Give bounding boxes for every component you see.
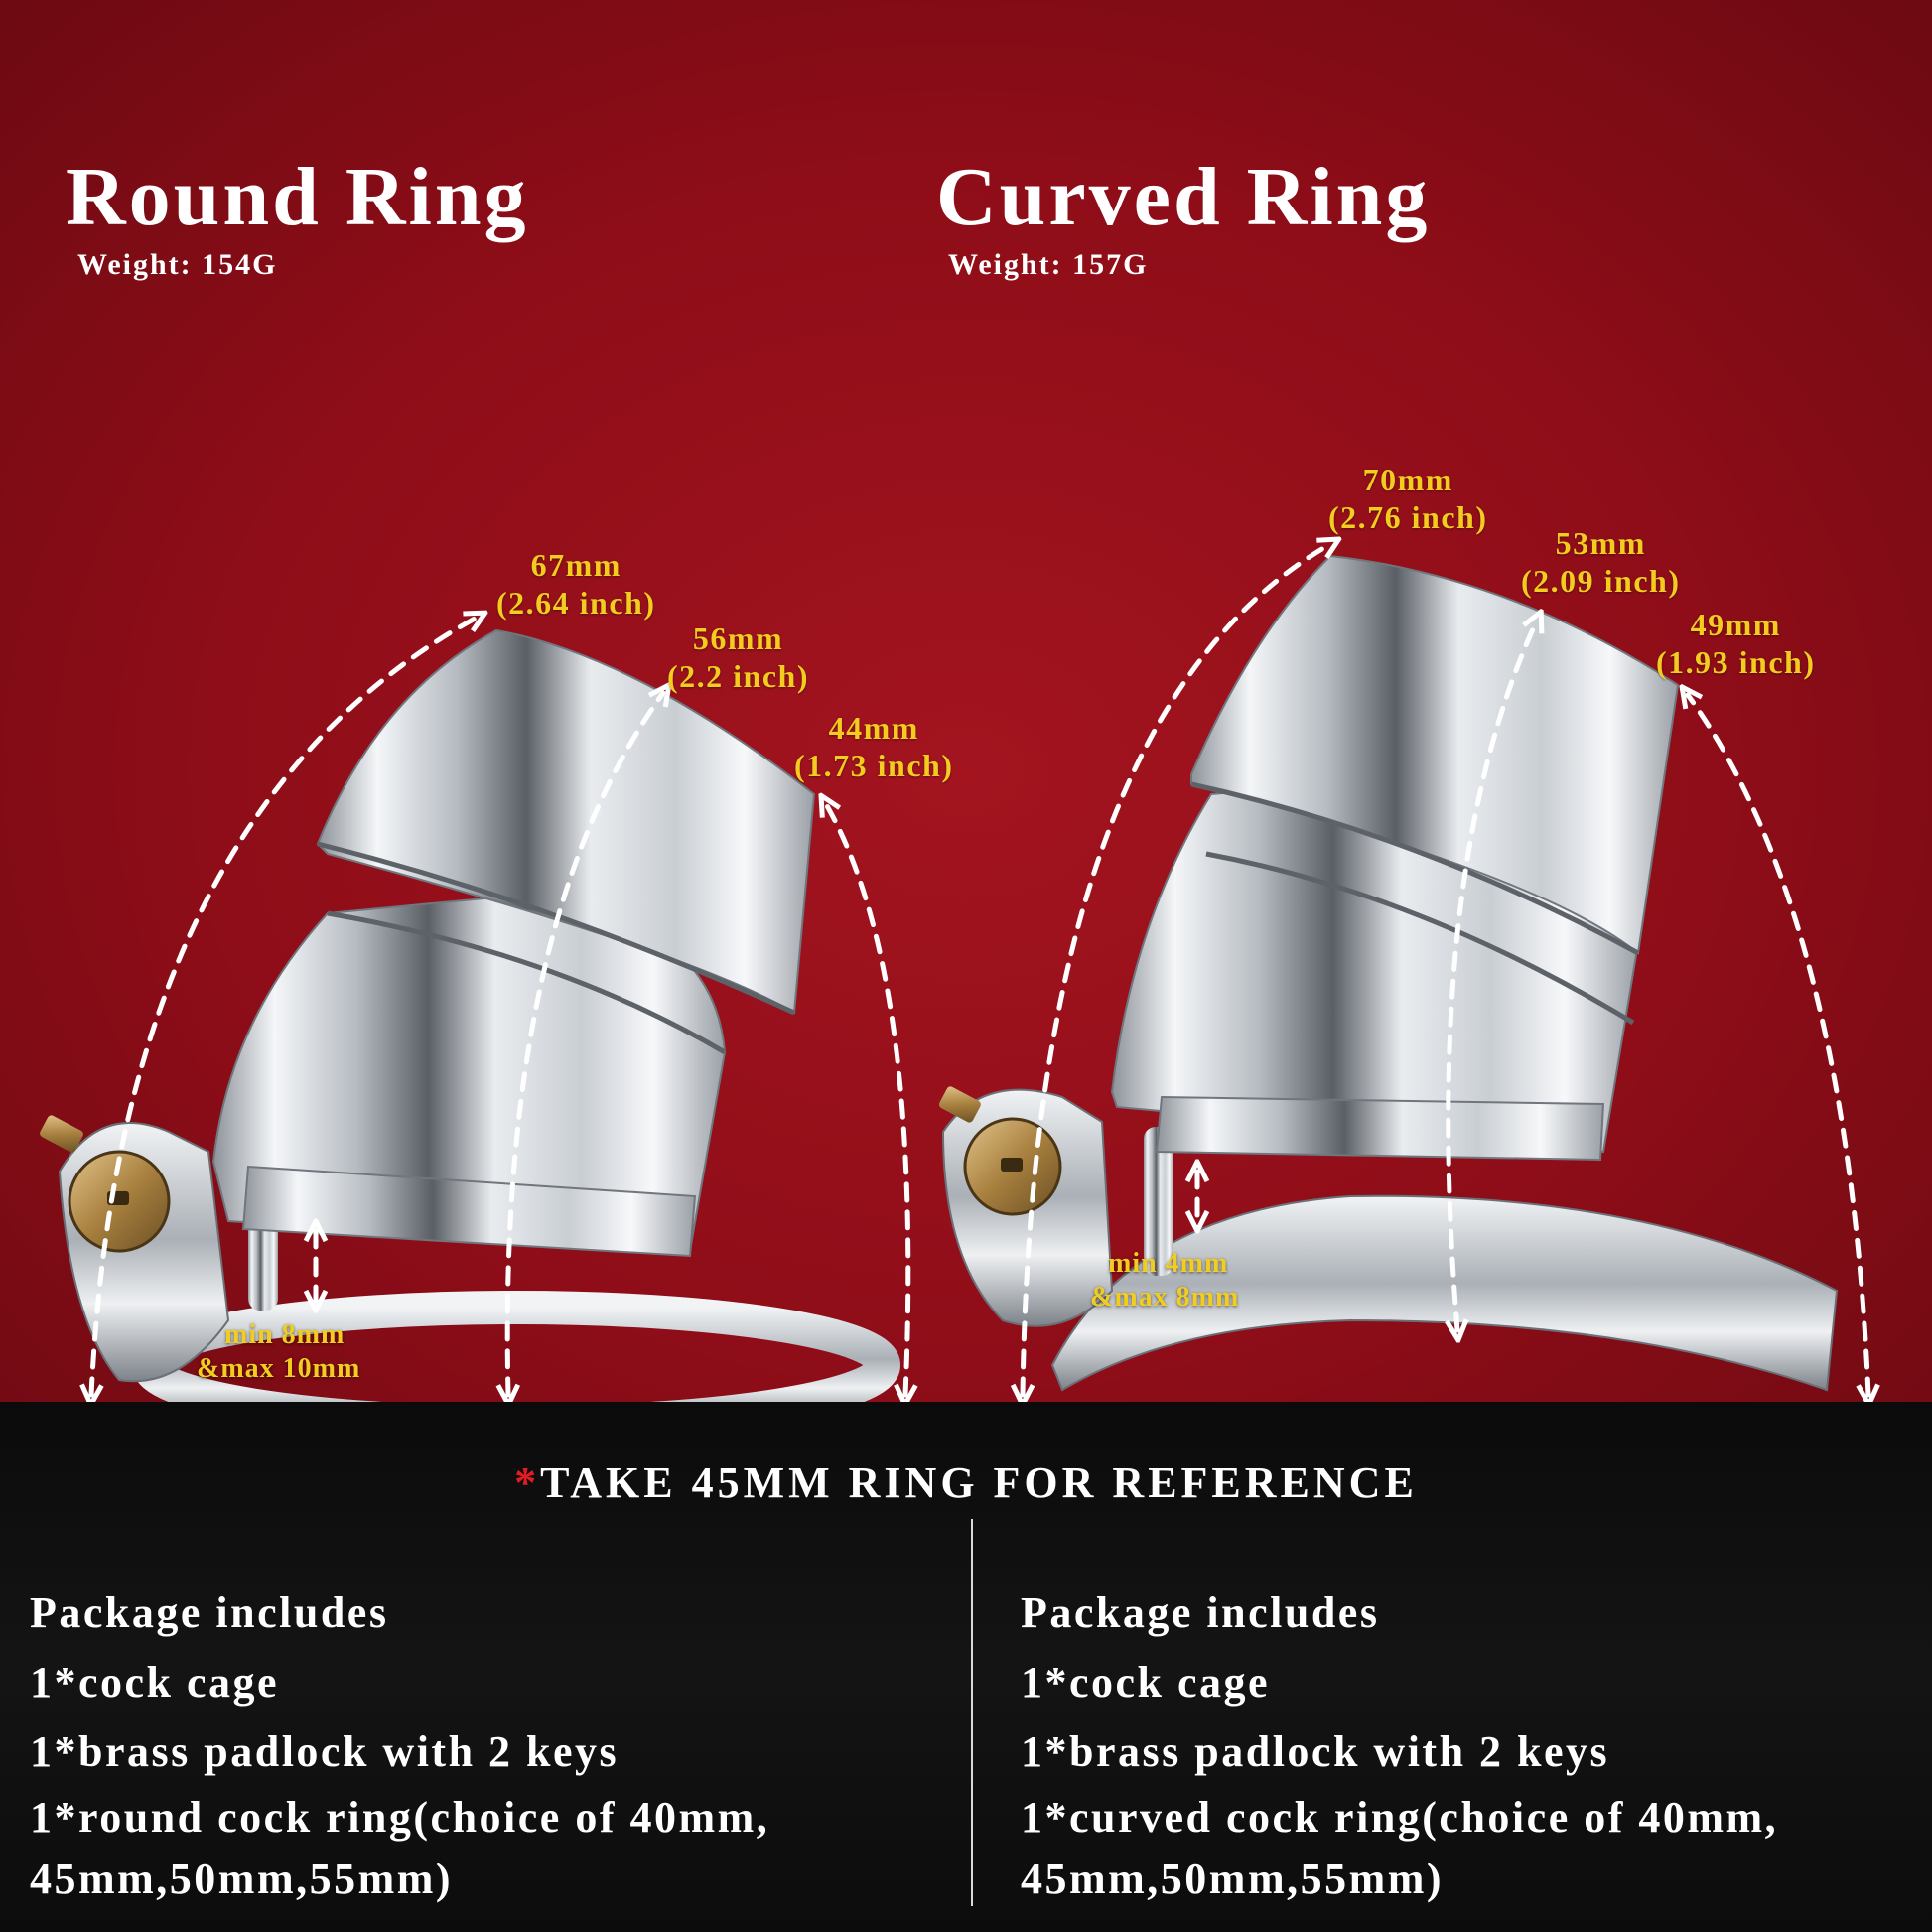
package-item: 1*brass padlock with 2 keys [1021, 1727, 1610, 1776]
arrow-icon [1449, 621, 1537, 1330]
package-item: 1*cock cage [30, 1658, 280, 1707]
package-heading: Package includes [1021, 1588, 1380, 1637]
curved-package-list: Package includes 1*cock cage 1*brass pad… [1021, 1579, 1932, 1910]
reference-note: *TAKE 45MM RING FOR REFERENCE [0, 1457, 1932, 1508]
curved-ring-cage [938, 554, 1839, 1392]
round-ring-weight: Weight: 154G [77, 248, 278, 281]
measurement-arrows-left [91, 618, 908, 1395]
package-heading: Package includes [30, 1588, 389, 1637]
arrow-icon [507, 693, 663, 1395]
product-illustration [40, 0, 1932, 1402]
package-item: 1*curved cock ring(choice of 40mm, [1021, 1793, 1779, 1842]
round-ring-cage [40, 628, 900, 1402]
column-divider [971, 1519, 973, 1906]
arrow-icon [826, 804, 908, 1395]
package-item: 1*brass padlock with 2 keys [30, 1727, 620, 1776]
package-panel [0, 1402, 1932, 1932]
reference-asterisk: * [514, 1458, 541, 1507]
curved-ring-title: Curved Ring [936, 151, 1431, 243]
measurement-arrows-right [1023, 544, 1868, 1395]
arrow-icon [1688, 695, 1868, 1395]
round-dim-length: 67mm(2.64 inch) [496, 547, 656, 621]
curved-dim-length: 70mm(2.76 inch) [1328, 462, 1488, 535]
curved-ring-weight: Weight: 157G [948, 248, 1149, 281]
package-item-continued: 45mm,50mm,55mm) [1021, 1855, 1445, 1903]
round-ring-title: Round Ring [66, 151, 529, 243]
round-dim-middle: 56mm(2.2 inch) [667, 621, 809, 694]
round-gap-label: min 8mm&max 10mm [197, 1319, 361, 1384]
round-dim-short: 44mm(1.73 inch) [794, 710, 954, 783]
round-package-list: Package includes 1*cock cage 1*brass pad… [30, 1579, 963, 1910]
curved-dim-middle: 53mm(2.09 inch) [1521, 525, 1681, 599]
arrow-icon [91, 618, 477, 1395]
curved-gap-label: min 4mm&max 8mm [1090, 1248, 1240, 1312]
package-item-continued: 45mm,50mm,55mm) [30, 1855, 454, 1903]
package-item: 1*cock cage [1021, 1658, 1271, 1707]
package-item: 1*round cock ring(choice of 40mm, [30, 1793, 770, 1842]
arrow-icon [1023, 544, 1330, 1395]
curved-dim-short: 49mm(1.93 inch) [1656, 607, 1816, 680]
reference-text: TAKE 45MM RING FOR REFERENCE [540, 1458, 1418, 1507]
product-photo-background: Round Ring Weight: 154G Curved Ring Weig… [0, 0, 1932, 1402]
